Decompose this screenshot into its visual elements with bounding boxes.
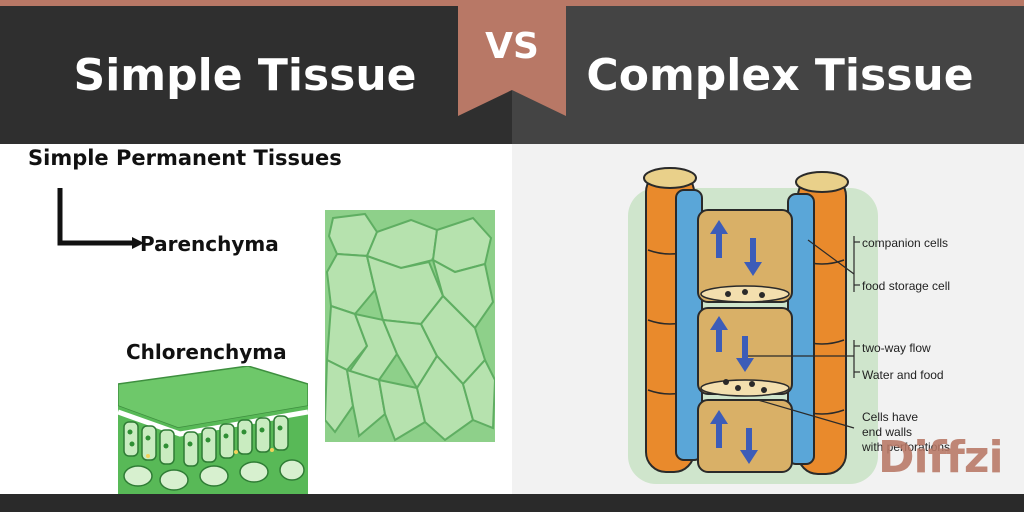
vs-ribbon-badge: VS	[458, 0, 566, 116]
end-walls-line-1: Cells have	[862, 410, 919, 424]
vs-ribbon-shape	[458, 0, 566, 116]
vascular-bundle-illustration	[628, 167, 878, 484]
label-leader-lines	[748, 236, 860, 429]
end-walls-line-3: with perforations	[862, 440, 951, 454]
flow-arrow-icons	[710, 220, 762, 464]
chlorenchyma-leaf-section-illustration	[118, 366, 308, 494]
companion-cells-label: companion cells	[862, 236, 949, 250]
bottom-bar	[0, 494, 1024, 512]
parenchyma-label: Parenchyma	[140, 232, 279, 256]
sieve-tube-bottom	[697, 399, 793, 473]
two-way-flow-label: two-way flow	[862, 341, 931, 355]
l-shaped-arrow-icon	[57, 188, 144, 249]
header-left-panel	[0, 6, 512, 144]
food-storage-label: food storage cell	[862, 279, 951, 293]
vs-label: VS	[485, 26, 539, 67]
simple-permanent-heading: Simple Permanent Tissues	[28, 146, 342, 170]
diffzi-logo: Diffzi	[878, 432, 1004, 483]
end-walls-line-2: end walls	[862, 425, 913, 439]
end-walls-label: Cells have end walls with perforations	[862, 410, 950, 455]
simple-tissue-title: Simple Tissue	[73, 50, 417, 101]
chlorenchyma-label: Chlorenchyma	[126, 340, 287, 364]
complex-tissue-title: Complex Tissue	[586, 50, 974, 101]
water-and-food-label: Water and food	[862, 368, 944, 382]
parenchyma-cells-illustration	[325, 210, 495, 442]
header-right-panel	[512, 6, 1024, 144]
